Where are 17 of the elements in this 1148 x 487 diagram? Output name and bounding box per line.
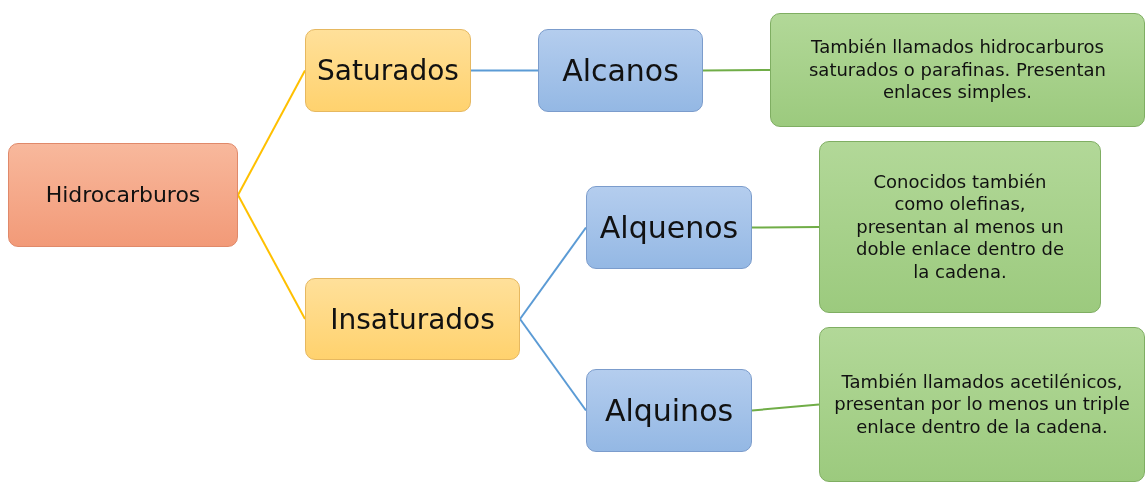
description-box: También llamados acetilénicos, presentan por lo menos un triple enlace dentro de la cadena. — [819, 327, 1145, 482]
category-box: Alcanos — [538, 29, 703, 112]
category-box: Alquenos — [586, 186, 752, 269]
category-box: Alquinos — [586, 369, 752, 452]
category-box: Hidrocarburos — [8, 143, 238, 247]
connector-line — [702, 69, 771, 72]
connector-line — [519, 226, 587, 320]
category-box: Saturados — [305, 29, 471, 112]
description-box: También llamados hidrocarburos saturados o parafinas. Presentan enlaces simples. — [770, 13, 1145, 127]
connector-line — [470, 69, 539, 72]
connector-line — [751, 403, 820, 412]
description-box: Conocidos también como olefinas, presentan al menos un doble enlace dentro de la cadena. — [819, 141, 1101, 313]
connector-line — [751, 226, 820, 229]
connector-line — [519, 318, 587, 412]
category-box: Insaturados — [305, 278, 520, 360]
connector-line — [237, 69, 306, 196]
connector-line — [237, 194, 306, 320]
